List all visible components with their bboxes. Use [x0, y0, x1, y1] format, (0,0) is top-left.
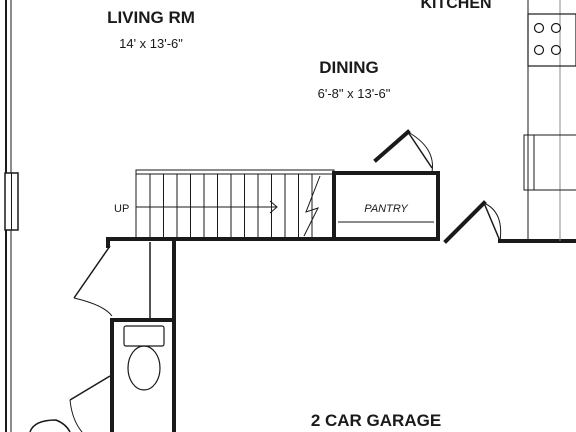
pantry-door-leaf — [407, 131, 433, 169]
hall-door-leaf — [73, 245, 111, 299]
kitchen-label: KITCHEN — [420, 0, 491, 12]
hall-door-swing — [73, 297, 113, 317]
kitchen-appliance — [523, 134, 535, 191]
toilet-bowl — [127, 345, 161, 391]
pantry-door-swing — [407, 131, 433, 173]
stair-outline — [135, 169, 335, 240]
room-labels: KITCHEN LIVING RM 14' x 13'-6" DINING 6'… — [107, 0, 491, 430]
range-burner — [533, 22, 545, 34]
powder-room — [123, 325, 165, 391]
walls — [4, 0, 576, 432]
stair-arrow-head — [269, 200, 278, 214]
dining-angled-wall — [373, 129, 411, 163]
dining-label: DINING — [319, 58, 379, 77]
range-burner — [550, 44, 562, 56]
range — [527, 13, 576, 67]
kitchen-door-leaf — [483, 202, 501, 242]
living-room-dims: 14' x 13'-6" — [119, 36, 183, 51]
toilet-tank — [123, 325, 165, 347]
kitchen-fixtures — [523, 0, 576, 241]
powder-door-swing — [69, 399, 83, 432]
pantry-label: PANTRY — [364, 203, 408, 215]
stairs-up-label: UP — [114, 203, 129, 215]
powder-door-leaf — [69, 375, 111, 401]
entry-door-swing — [29, 419, 71, 432]
range-burner — [550, 22, 562, 34]
dining-dims: 6'-8" x 13'-6" — [318, 86, 391, 101]
garage-label: 2 CAR GARAGE — [311, 411, 441, 430]
stairs: UP — [114, 169, 335, 240]
range-burner — [533, 44, 545, 56]
stair-break-line — [303, 175, 321, 237]
doors — [29, 131, 502, 432]
kitchen-door-angled-wall — [443, 200, 487, 244]
living-room-label: LIVING RM — [107, 8, 195, 27]
kitchen-door-swing — [483, 202, 502, 242]
